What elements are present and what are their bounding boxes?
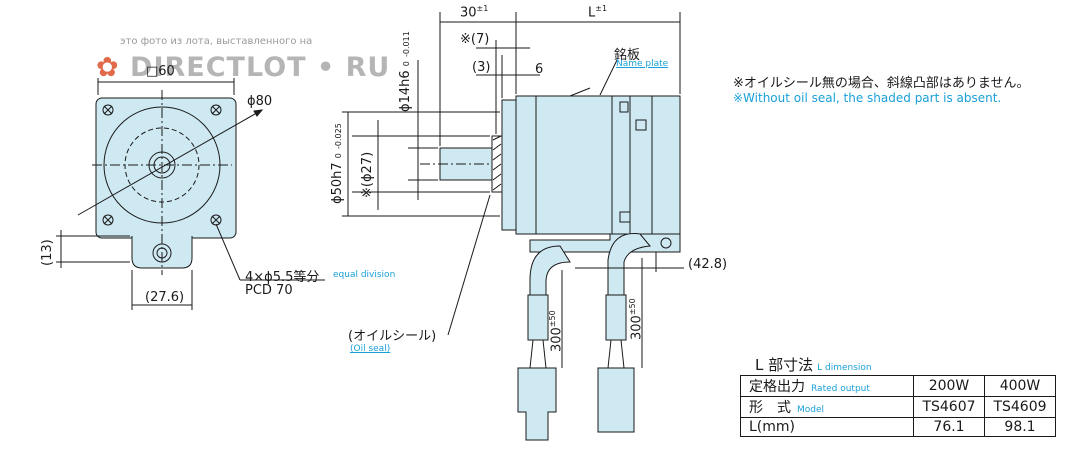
watermark-caption: это фото из лота, выставленного на	[120, 36, 313, 47]
dim-3-label: (3)	[472, 60, 491, 75]
dim-27-6-label: (27.6)	[145, 290, 185, 305]
watermark-logo-text: DIRECTLOT • RU	[130, 52, 391, 83]
nameplate-en-label: Name plate	[616, 59, 669, 69]
dim-7-label: ※(7)	[460, 32, 490, 47]
dim-13-label: (13)	[40, 239, 55, 266]
holes-label: 4×ϕ5.5等分	[245, 270, 320, 285]
table-row: L(mm) 76.1 98.1	[740, 417, 1056, 437]
oil-seal-jp-label: (オイルシール)	[348, 329, 437, 344]
mount-holes	[102, 104, 222, 226]
dim-6-label: 6	[535, 62, 544, 77]
cable1-length-label: 300±50	[548, 310, 565, 352]
diameter-dim-label: ϕ80	[247, 94, 273, 109]
holes-en-label: equal division	[333, 270, 396, 280]
front-view	[56, 78, 325, 310]
cable2-length-label: 300±50	[628, 298, 645, 340]
dim-42-8-label: (42.8)	[688, 257, 728, 272]
seal-dia-label: ※(ϕ27)	[360, 151, 375, 198]
pcd-label: PCD 70	[245, 283, 293, 298]
dim-30-label: 30±1	[460, 4, 489, 21]
side-view	[342, 12, 684, 441]
square-dim-label: □60	[146, 64, 175, 79]
squirrel-icon: ✿	[96, 52, 120, 83]
nameplate-jp-label: 銘板	[614, 48, 641, 63]
shaft-dia-label: ϕ14h6 0 -0.011	[398, 31, 413, 112]
note-jp: ※オイルシール無の場合、斜線凸部はありません。	[733, 76, 1030, 91]
dim-L-label: L±1	[588, 4, 608, 21]
note-en: ※Without oil seal, the shaded part is ab…	[733, 91, 1002, 105]
pilot-dia-label: ϕ50h7 0 -0.025	[330, 123, 345, 204]
watermark-logo: ✿ DIRECTLOT • RU	[96, 52, 390, 83]
oil-seal-en-label: (Oil seal)	[350, 344, 391, 354]
